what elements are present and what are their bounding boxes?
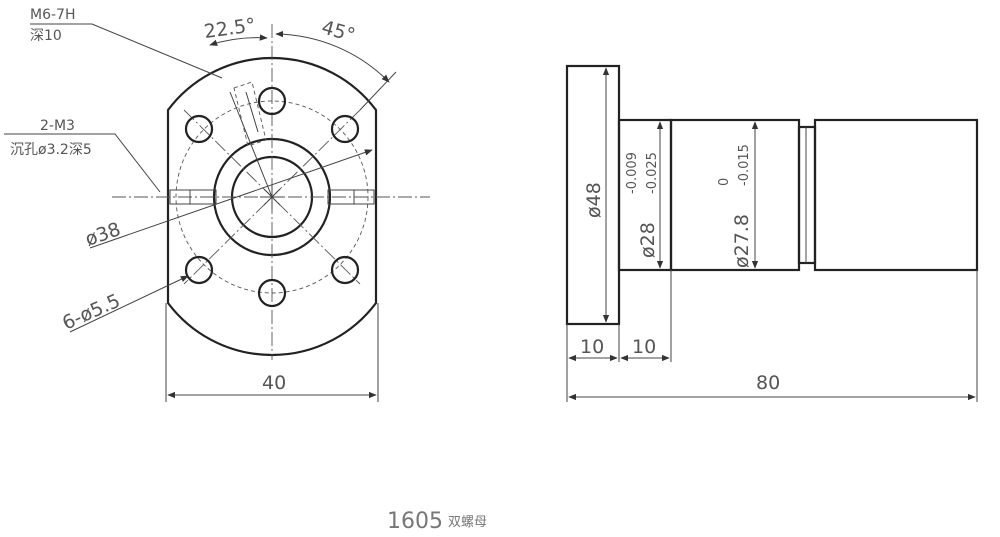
angle-arc-22 bbox=[209, 34, 268, 46]
bolt-hole bbox=[257, 278, 287, 308]
bolt-hole bbox=[330, 114, 360, 144]
caption-model: 1605 bbox=[387, 509, 443, 534]
holes-label: 6-ø5.5 bbox=[59, 290, 123, 335]
center-mark bbox=[260, 185, 284, 209]
thread-label: M6-7H bbox=[30, 7, 75, 23]
sleeve-tol-upper: 0 bbox=[717, 178, 732, 186]
width-label: 40 bbox=[262, 372, 286, 394]
oil-hole bbox=[233, 81, 267, 147]
body-tol-upper: -0.009 bbox=[625, 152, 640, 194]
second-nut-side bbox=[813, 118, 979, 272]
hole2-sub-label: 沉孔ø3.2深5 bbox=[10, 142, 92, 158]
bolt-hole bbox=[330, 255, 360, 285]
caption-name: 双螺母 bbox=[448, 515, 487, 530]
thread-depth-label: 深10 bbox=[30, 28, 62, 44]
angle-22-label: 22.5° bbox=[203, 14, 257, 43]
side-view: ø48 ø28 -0.009 -0.025 ø27.8 0 -0.015 10 … bbox=[565, 64, 979, 402]
angle-arc-45 bbox=[275, 30, 390, 83]
pcd-label: ø38 bbox=[82, 218, 123, 250]
side-hole-right bbox=[327, 189, 375, 205]
sleeve-tol-lower: -0.015 bbox=[737, 144, 752, 186]
body-tol-lower: -0.025 bbox=[645, 152, 660, 194]
flange-len-label: 10 bbox=[580, 336, 604, 358]
total-len-label: 80 bbox=[756, 372, 780, 394]
flange-dia-label: ø48 bbox=[583, 182, 605, 218]
bolt-hole bbox=[184, 114, 214, 144]
thread-leader bbox=[30, 23, 223, 79]
bolt-hole bbox=[184, 255, 214, 285]
body-dia-label: ø28 bbox=[637, 222, 659, 258]
flange-outline bbox=[166, 56, 378, 357]
bolt-hole bbox=[257, 86, 287, 116]
neck-len-label: 10 bbox=[632, 336, 656, 358]
side-hole-left bbox=[169, 189, 217, 205]
pcd-leader bbox=[89, 149, 373, 249]
groove-side bbox=[797, 125, 817, 265]
hole2-label: 2-M3 bbox=[40, 118, 75, 134]
hole2-leader bbox=[4, 133, 161, 193]
front-view: M6-7H 深10 22.5° 45° 2-M3 沉孔ø3.2深5 ø38 6-… bbox=[4, 7, 430, 402]
diag-22-extension bbox=[229, 91, 273, 198]
holes-leader bbox=[69, 275, 189, 333]
sleeve-dia-label: ø27.8 bbox=[731, 214, 753, 268]
diag-b-extension bbox=[359, 71, 397, 111]
